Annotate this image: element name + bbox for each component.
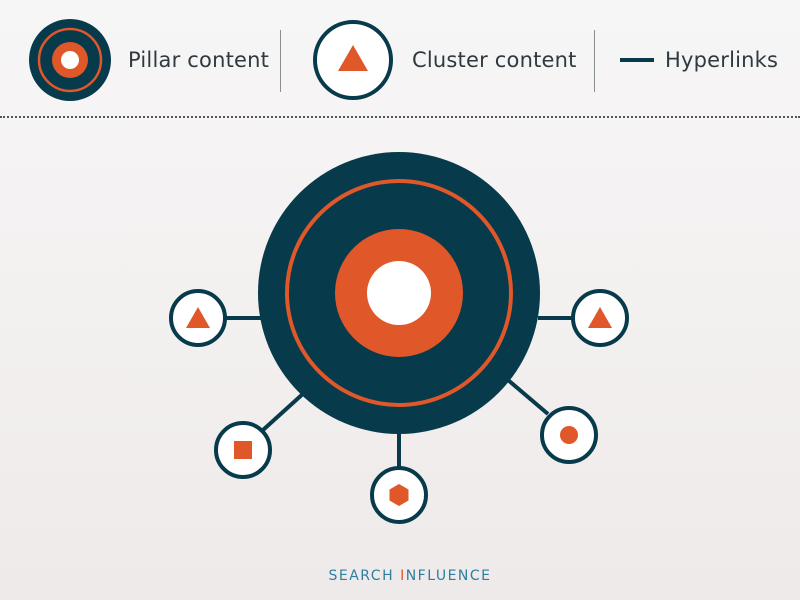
triangle-icon bbox=[186, 307, 210, 328]
cluster-node-bottom bbox=[370, 466, 428, 524]
legend: Pillar content Cluster content Hyperlink… bbox=[0, 0, 800, 118]
brand-logo-text-left: SEARCH bbox=[328, 568, 401, 584]
hyperlink-line bbox=[506, 378, 550, 416]
legend-icons bbox=[29, 19, 654, 101]
hexagon-icon bbox=[389, 484, 409, 506]
cluster-legend-icon bbox=[313, 20, 393, 100]
cluster-node-left bbox=[169, 289, 227, 347]
dotted-divider bbox=[0, 116, 800, 118]
cluster-node-right bbox=[571, 289, 629, 347]
brand-logo-text-mid: I bbox=[400, 568, 406, 584]
brand-logo: SEARCH INFLUENCE bbox=[310, 568, 510, 584]
legend-divider bbox=[594, 30, 595, 92]
circle-icon bbox=[560, 426, 578, 444]
triangle-icon bbox=[588, 307, 612, 328]
square-icon bbox=[234, 441, 252, 459]
cluster-node-bottom-right bbox=[540, 406, 598, 464]
legend-divider bbox=[280, 30, 281, 92]
hyperlink-line bbox=[261, 390, 307, 432]
pillar-legend-icon bbox=[29, 19, 111, 101]
hyperlink-lines bbox=[226, 316, 574, 468]
cluster-node-bottom-left bbox=[214, 421, 272, 479]
pillar-node bbox=[258, 152, 540, 434]
hyperlinks-legend-label: Hyperlinks bbox=[665, 48, 779, 72]
cluster-legend-label: Cluster content bbox=[412, 48, 577, 72]
brand-logo-text-right: NFLUENCE bbox=[405, 568, 492, 584]
pillar-legend-label: Pillar content bbox=[128, 48, 270, 72]
